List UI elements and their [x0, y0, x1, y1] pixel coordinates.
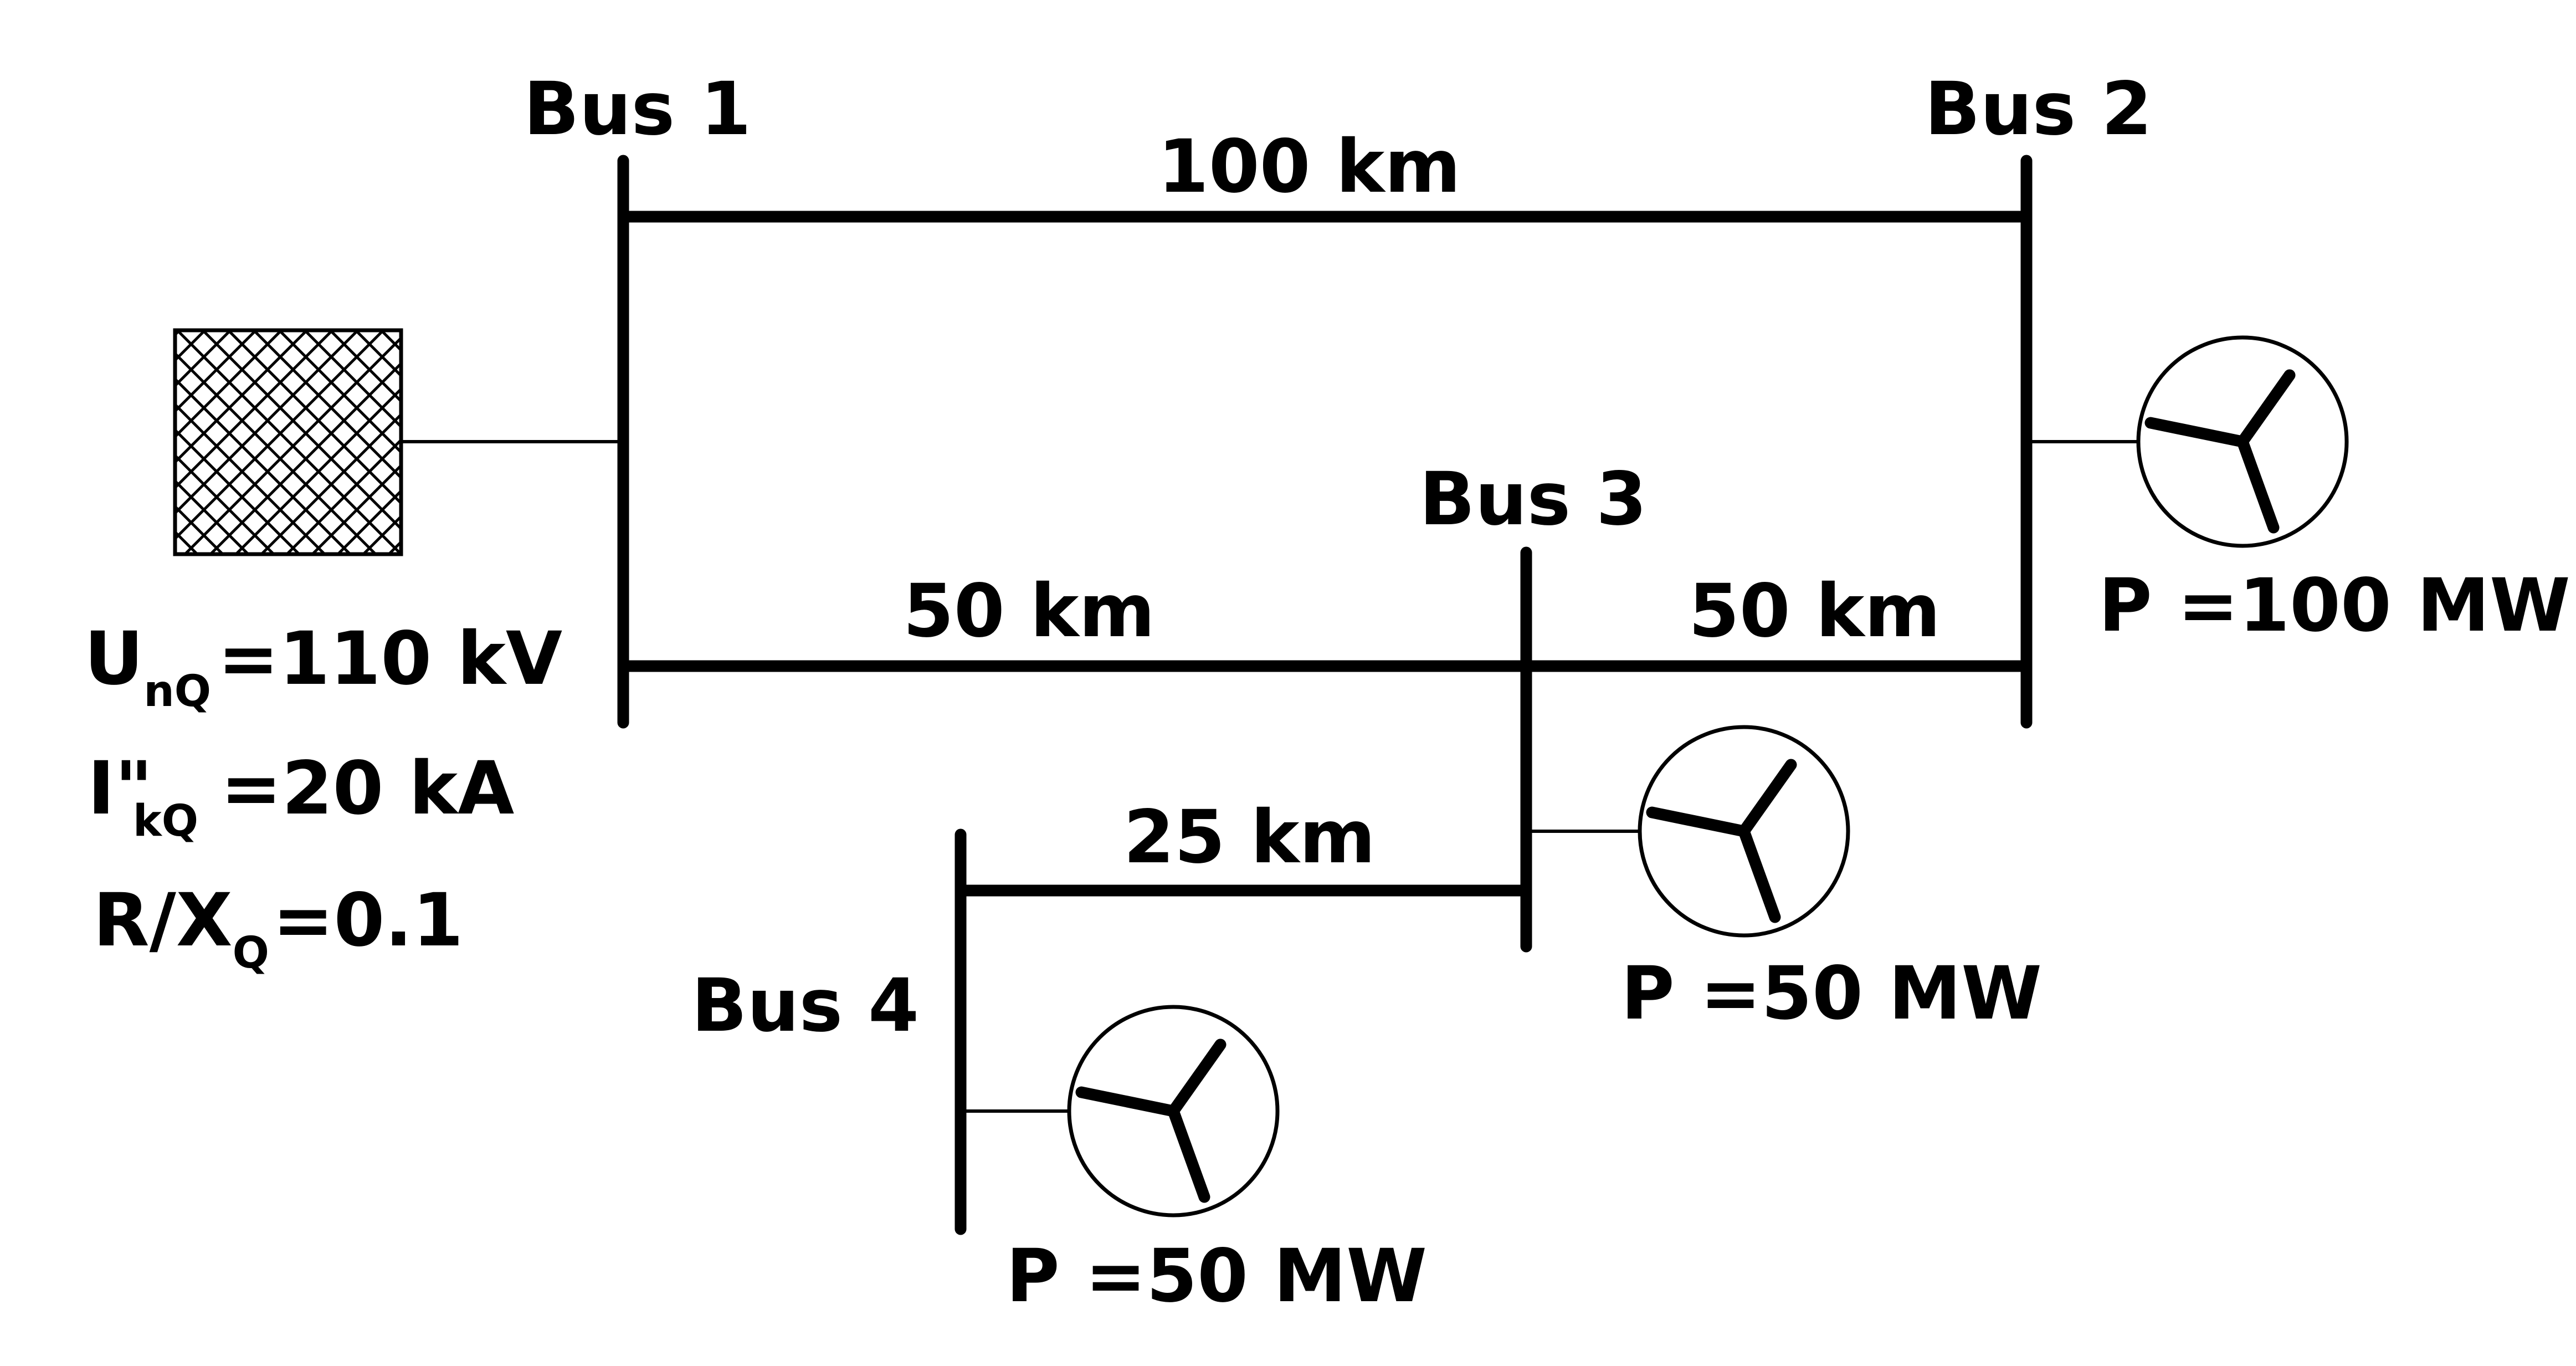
- source-short-circuit-current: I"kQ=20 kA: [88, 746, 514, 846]
- generator-power-label: P =50 MW: [1621, 951, 2042, 1036]
- turbine-blade: [1075, 1086, 1179, 1117]
- line-bus1-bus2-length: 100 km: [1158, 124, 1461, 209]
- line-bus3-bus2-length: 50 km: [1689, 569, 1941, 654]
- turbine-blade: [1738, 759, 1797, 837]
- source-r-x-ratio: R/XQ=0.1: [93, 878, 463, 978]
- generator-power-label: P =50 MW: [1006, 1234, 1427, 1319]
- line-bus1-bus3-length: 50 km: [903, 569, 1155, 654]
- turbine-blade: [1738, 825, 1781, 923]
- wind-generator-bus-4: P =50 MW: [961, 1005, 1427, 1319]
- wind-generator-bus-2: P =100 MW: [2026, 335, 2570, 648]
- turbine-blade: [2236, 436, 2280, 534]
- turbine-blade: [2236, 369, 2296, 448]
- line-bus4-bus3-length: 25 km: [1123, 795, 1376, 880]
- network-source-symbol: [173, 328, 403, 556]
- bus-2-label: Bus 2: [1925, 66, 2152, 152]
- bus-3-label: Bus 3: [1419, 457, 1647, 542]
- turbine-blade: [1167, 1105, 1210, 1203]
- bus-4-label: Bus 4: [691, 963, 919, 1048]
- turbine-blade: [2144, 417, 2249, 448]
- turbine-blade: [1646, 806, 1750, 837]
- bus-1-label: Bus 1: [524, 66, 751, 152]
- network-source: [173, 328, 623, 556]
- source-parameters: UnQ=110 kV I"kQ=20 kA R/XQ=0.1: [84, 616, 562, 978]
- turbine-blade: [1167, 1038, 1227, 1117]
- generator-power-label: P =100 MW: [2098, 563, 2570, 648]
- source-voltage: UnQ=110 kV: [84, 616, 562, 717]
- wind-generator-bus-3: P =50 MW: [1526, 725, 2042, 1036]
